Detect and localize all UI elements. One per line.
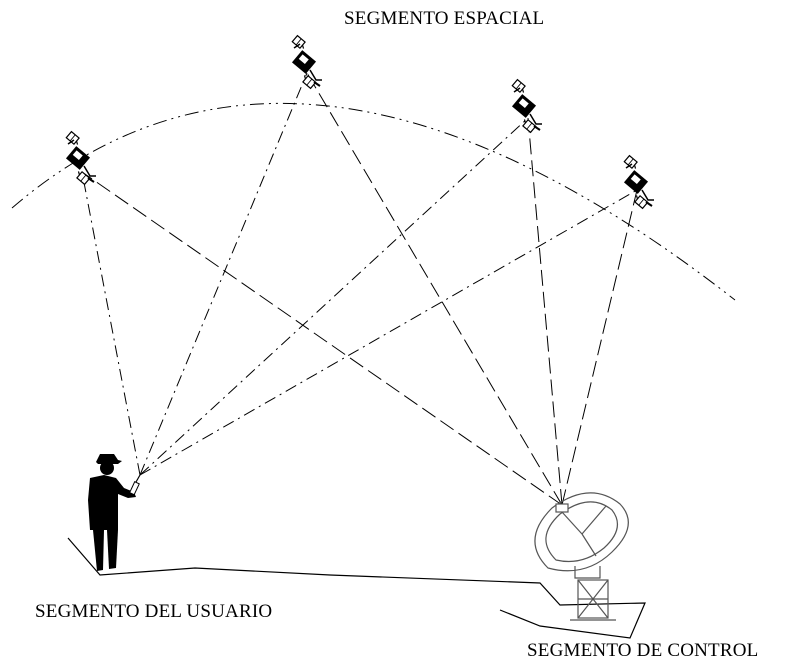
satellite-icon (495, 78, 553, 134)
space-segment-label: SEGMENTO ESPACIAL (344, 8, 545, 29)
orbit-arc (11, 102, 736, 301)
signal-lines-user (81, 72, 638, 476)
ground-line (67, 537, 646, 639)
satellite-icon (607, 154, 665, 210)
satellite-icon (275, 34, 333, 90)
satellite-icon (49, 130, 107, 186)
control-segment-label: SEGMENTO DE CONTROL (527, 640, 759, 661)
person-with-receiver-icon (88, 454, 141, 571)
user-segment-label: SEGMENTO DEL USUARIO (35, 601, 273, 622)
signal-lines-control (81, 72, 638, 506)
dish-antenna-icon (534, 492, 629, 621)
